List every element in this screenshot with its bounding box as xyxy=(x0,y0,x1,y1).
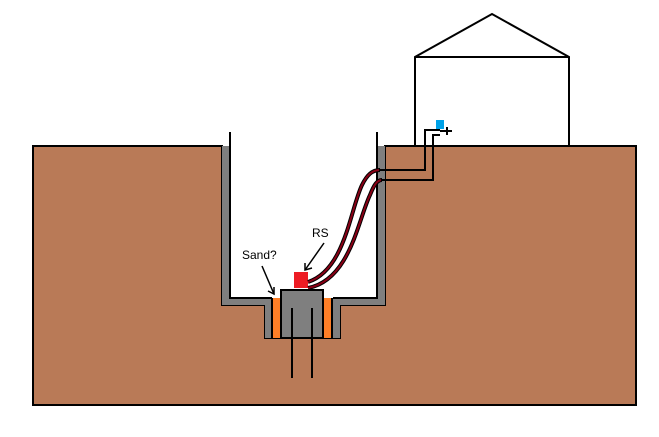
pit-lining-left xyxy=(222,146,265,305)
sand-arrow xyxy=(261,265,275,295)
sand-fill-right xyxy=(323,298,332,338)
sand-fill-left xyxy=(272,298,281,338)
sump-block xyxy=(280,289,324,339)
conduit-upper xyxy=(379,129,440,171)
junction-box xyxy=(436,120,444,129)
rs-label: RS xyxy=(312,226,329,240)
house xyxy=(414,12,570,146)
rs-arrow xyxy=(304,242,325,271)
pit-inner-wall-right xyxy=(333,132,378,299)
pit-inner-wall xyxy=(229,132,272,299)
conduit-lower xyxy=(381,134,440,181)
pit-lining-right xyxy=(340,146,385,305)
rs-sensor xyxy=(294,272,308,288)
sand-label: Sand? xyxy=(242,248,277,262)
